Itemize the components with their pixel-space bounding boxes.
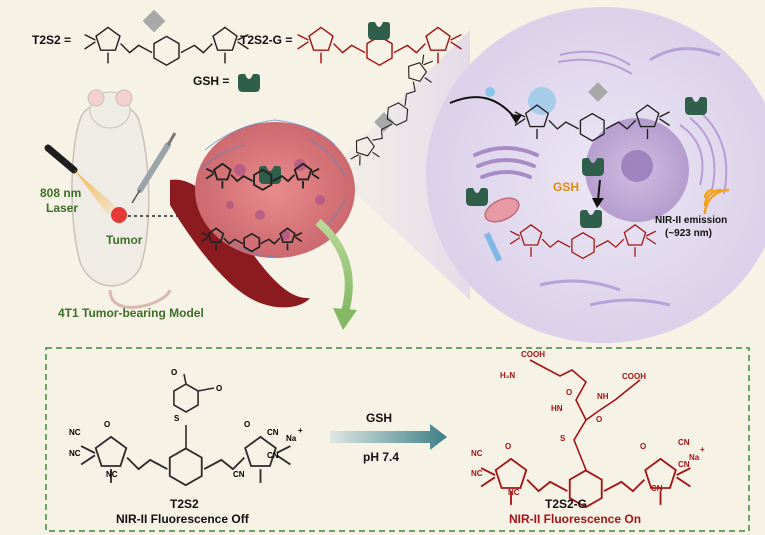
- t2s2-cn-2: NC: [69, 449, 81, 458]
- t2s2g-nc-3: NC: [508, 488, 520, 497]
- cell-probe-skeleton: [514, 104, 670, 142]
- tumor-mass: [195, 122, 355, 258]
- t2s2-o-methoxy-1: O: [171, 368, 178, 377]
- gsh-icon: [582, 158, 604, 176]
- emission-wavelength-label: (~923 nm): [665, 228, 712, 239]
- t2s2g-cn-2: CN: [678, 460, 690, 469]
- laser-beam: [74, 170, 118, 215]
- mouse-ear-left: [87, 89, 105, 107]
- model-caption: 4T1 Tumor-bearing Model: [58, 306, 204, 320]
- t2s2-cn-5: CN: [267, 451, 279, 460]
- cell-illustration: [330, 7, 765, 343]
- tumor-probe-skeleton-2: [201, 227, 303, 253]
- cell-gsh-label: GSH: [553, 180, 580, 194]
- gsh-icon: [580, 210, 602, 228]
- zoom-cone: [330, 30, 470, 300]
- t2s2g-cooh-1: COOH: [521, 350, 545, 359]
- t2s2g-glutathione-chain: [529, 359, 641, 471]
- reaction-arrow-cell: [597, 179, 601, 201]
- t2s2g-legend-label: T2S2-G =: [240, 33, 293, 47]
- laser-device: [44, 144, 78, 174]
- mouse-illustration: [44, 89, 205, 309]
- gsh-icon: [368, 22, 390, 40]
- legend-t2s2-skeleton: [84, 26, 249, 67]
- tumor-label: Tumor: [106, 233, 143, 247]
- t2s2g-nc-1: NC: [471, 449, 483, 458]
- t2s2-cn-4: CN: [267, 428, 279, 437]
- probe-binding-site: [528, 87, 556, 115]
- t2s2-o-1: O: [104, 420, 111, 429]
- endoplasmic-reticulum: [557, 50, 728, 195]
- t2s2g-nh: NH: [597, 392, 609, 401]
- t2s2-backbone: [80, 435, 291, 487]
- legend-molecules: [84, 26, 462, 67]
- t2s2g-cn-3: CN: [651, 484, 663, 493]
- t2s2-aryl-thioether: [173, 373, 215, 449]
- t2s2-o-methoxy-2: O: [216, 384, 223, 393]
- mini-structures: [201, 54, 670, 260]
- golgi-apparatus: [473, 146, 539, 179]
- uptake-arrowhead: [510, 114, 522, 124]
- t2s2g-hn: HN: [551, 404, 563, 413]
- t2s2-cn-3: NC: [106, 470, 118, 479]
- tumor-probe-skeleton-1: [205, 162, 320, 191]
- tumor-spot: [111, 207, 127, 223]
- syringe: [131, 132, 177, 204]
- t2s2-structure: [80, 373, 291, 487]
- t2s2g-o-2: O: [596, 415, 603, 424]
- t2s2g-nc-2: NC: [471, 469, 483, 478]
- gsh-icon: [238, 74, 260, 92]
- t2s2g-cooh-2: COOH: [622, 372, 646, 381]
- mouse-ear-right: [115, 89, 133, 107]
- t2s2-legend-label: T2S2 =: [32, 33, 72, 47]
- t2s2g-s: S: [560, 434, 566, 443]
- t2s2-state: NIR-II Fluorescence Off: [116, 512, 249, 526]
- reaction-arrow: [330, 424, 447, 450]
- tumor-illustration: [170, 119, 355, 308]
- t2s2g-structure: [480, 359, 691, 509]
- t2s2g-o-3: O: [505, 442, 512, 451]
- cell-product-skeleton: [509, 224, 657, 260]
- gsh-legend-label: GSH =: [193, 74, 230, 88]
- t2s2g-name: T2S2-G: [545, 497, 588, 511]
- mouse-body: [71, 101, 150, 287]
- legend-t2s2g-skeleton: [297, 26, 462, 67]
- cytoskeleton: [539, 47, 721, 307]
- t2s2-cn-1: NC: [69, 428, 81, 437]
- t2s2-cn-6: CN: [233, 470, 245, 479]
- t2s2g-o-4: O: [640, 442, 647, 451]
- t2s2-o-2: O: [244, 420, 251, 429]
- t2s2g-backbone: [480, 457, 691, 509]
- reaction-reagent: GSH: [366, 411, 393, 425]
- t2s2-plus: +: [298, 426, 303, 435]
- t2s2g-o-1: O: [566, 388, 573, 397]
- t2s2g-na: Na: [689, 453, 700, 462]
- zoom-arrow: [315, 218, 353, 314]
- vesicle-rod: [483, 232, 503, 262]
- gsh-icon: [466, 188, 488, 206]
- mitochondrion: [484, 197, 520, 223]
- emission-waves: [703, 188, 730, 215]
- t2s2g-cn-1: CN: [678, 438, 690, 447]
- vesicle: [485, 87, 495, 97]
- t2s2-name: T2S2: [170, 497, 199, 511]
- reaction-condition: pH 7.4: [363, 450, 400, 464]
- reaction-arrowhead-cell: [592, 198, 604, 208]
- t2s2g-state: NIR-II Fluorescence On: [509, 512, 642, 526]
- laser-wavelength-label: 808 nm: [40, 186, 82, 200]
- t2s2g-plus: +: [700, 445, 705, 454]
- t2s2-s: S: [174, 414, 180, 423]
- mouse-tail: [108, 289, 172, 309]
- t2s2-na: Na: [286, 434, 297, 443]
- gsh-icon: [685, 97, 707, 115]
- zoom-arrowhead: [333, 308, 357, 330]
- uptake-arrow: [449, 96, 516, 119]
- nucleolus: [621, 150, 653, 182]
- emission-label: NIR-II emission: [655, 215, 728, 226]
- t2s2g-h2n: H₂N: [500, 371, 516, 380]
- laser-label: Laser: [46, 201, 79, 215]
- reaction-panel: [45, 347, 750, 532]
- extracellular-probe-skeleton: [350, 54, 434, 166]
